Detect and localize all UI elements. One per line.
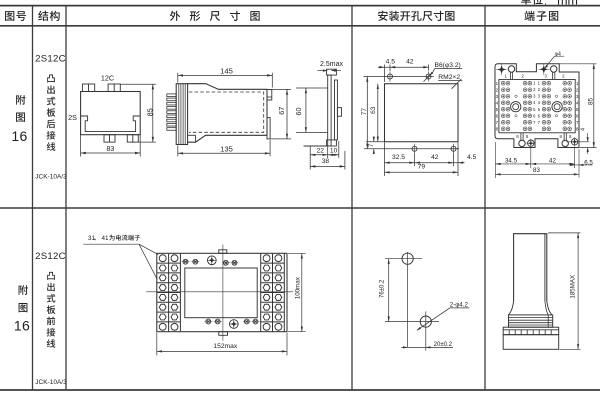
svg-text:6.5: 6.5 (584, 159, 593, 166)
svg-text:79: 79 (418, 163, 426, 170)
svg-text:85: 85 (587, 98, 594, 106)
svg-text:31: 31 (88, 235, 96, 242)
svg-text:1: 1 (538, 81, 541, 86)
svg-text:JCK-10A/3: JCK-10A/3 (35, 174, 67, 181)
svg-text:42: 42 (406, 59, 414, 66)
svg-text:B6(φ3.2): B6(φ3.2) (435, 62, 461, 69)
svg-text:12C: 12C (101, 73, 114, 82)
svg-text:RM2×2: RM2×2 (438, 74, 460, 81)
svg-text:7: 7 (538, 120, 541, 125)
svg-text:34.5: 34.5 (505, 157, 518, 164)
svg-text:8: 8 (576, 126, 579, 131)
svg-text:185MAX: 185MAX (569, 275, 576, 299)
svg-text:JCK-10A/3: JCK-10A/3 (35, 379, 67, 386)
svg-text:22: 22 (317, 147, 325, 154)
svg-text:10: 10 (330, 147, 338, 154)
svg-text:8: 8 (516, 134, 519, 139)
svg-text:2: 2 (522, 74, 525, 79)
svg-text:152max: 152max (213, 343, 237, 350)
svg-text:2S12C: 2S12C (35, 54, 66, 65)
svg-text:2: 2 (533, 87, 536, 92)
svg-text:38: 38 (322, 158, 330, 165)
svg-text:32.5: 32.5 (392, 154, 405, 161)
svg-text:1: 1 (504, 74, 507, 79)
svg-text:4: 4 (496, 100, 499, 105)
svg-text:100max: 100max (295, 276, 302, 299)
svg-text:4: 4 (538, 100, 541, 105)
svg-text:6: 6 (496, 113, 499, 118)
svg-text:φ4: φ4 (555, 51, 561, 57)
svg-text:3: 3 (538, 94, 541, 99)
svg-text:6: 6 (533, 113, 536, 118)
svg-text:67: 67 (277, 107, 286, 115)
svg-text:8: 8 (569, 134, 572, 139)
svg-text:2: 2 (538, 87, 541, 92)
svg-text:2S12C: 2S12C (35, 251, 66, 262)
svg-text:76±0.2: 76±0.2 (380, 279, 386, 298)
svg-text:1: 1 (576, 81, 579, 86)
svg-text:145: 145 (220, 66, 233, 75)
svg-text:42: 42 (431, 154, 439, 161)
svg-text:4: 4 (580, 128, 586, 131)
svg-text:2: 2 (562, 74, 565, 79)
svg-text:3: 3 (496, 94, 499, 99)
svg-text:5: 5 (533, 107, 536, 112)
svg-text:2S: 2S (68, 113, 77, 122)
svg-text:7: 7 (533, 120, 536, 125)
svg-text:6: 6 (538, 113, 541, 118)
svg-text:20±0.2: 20±0.2 (434, 342, 453, 348)
svg-text:2.5max: 2.5max (320, 61, 343, 68)
svg-text:7: 7 (576, 120, 579, 125)
svg-text:3: 3 (544, 74, 547, 79)
svg-text:16: 16 (11, 128, 27, 144)
svg-text:8: 8 (496, 126, 499, 131)
svg-text:60: 60 (294, 108, 303, 116)
svg-text:7: 7 (368, 143, 375, 147)
svg-text:4.5: 4.5 (467, 154, 477, 161)
svg-text:2: 2 (576, 87, 579, 92)
svg-text:3: 3 (533, 94, 536, 99)
svg-text:5: 5 (576, 107, 579, 112)
svg-text:4: 4 (533, 100, 536, 105)
svg-text:77: 77 (361, 108, 368, 116)
svg-text:135: 135 (220, 144, 233, 153)
svg-text:5: 5 (538, 107, 541, 112)
svg-text:1: 1 (496, 81, 499, 86)
svg-text:6: 6 (576, 113, 579, 118)
svg-text:41: 41 (102, 235, 110, 242)
svg-text:3: 3 (576, 94, 579, 99)
svg-text:mm: mm (557, 0, 578, 7)
svg-text:4.5: 4.5 (386, 59, 396, 66)
svg-text:8: 8 (560, 134, 563, 139)
svg-text:5: 5 (496, 107, 499, 112)
svg-text:63: 63 (370, 106, 377, 114)
svg-text:8: 8 (526, 134, 529, 139)
svg-text:4: 4 (576, 100, 579, 105)
svg-text:83: 83 (106, 144, 114, 153)
svg-text:2: 2 (496, 87, 499, 92)
svg-text:16: 16 (14, 318, 30, 334)
svg-text:7: 7 (496, 120, 499, 125)
svg-text:83: 83 (533, 167, 540, 174)
svg-text:1: 1 (533, 81, 536, 86)
svg-text:42: 42 (549, 157, 556, 164)
svg-text::: : (544, 0, 547, 8)
svg-text:2-φ4.2: 2-φ4.2 (450, 301, 469, 308)
svg-text:85: 85 (146, 108, 155, 116)
